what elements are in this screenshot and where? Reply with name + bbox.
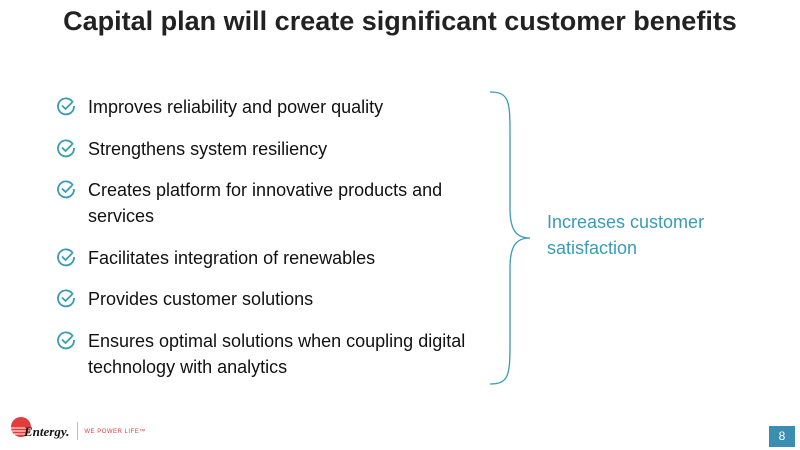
sun-logo-icon (11, 417, 31, 437)
list-item: Improves reliability and power quality (56, 94, 496, 120)
check-circle-icon (57, 180, 75, 199)
entergy-logo: Entergy. WE POWER LIFE™ (10, 414, 146, 440)
check-circle-icon (57, 139, 75, 158)
slide-title: Capital plan will create significant cus… (63, 6, 737, 36)
logo-wordmark: Entergy. (24, 424, 70, 439)
list-item: Ensures optimal solutions when coupling … (56, 328, 496, 380)
list-item: Strengthens system resiliency (56, 136, 496, 162)
right-brace (489, 91, 531, 385)
check-circle-icon (57, 289, 75, 308)
logo-divider (77, 422, 79, 440)
list-item-text: Ensures optimal solutions when coupling … (88, 331, 466, 377)
list-item: Creates platform for innovative products… (56, 177, 496, 229)
list-item: Provides customer solutions (56, 286, 496, 312)
list-item-text: Strengthens system resiliency (88, 139, 328, 159)
outcome-text: Increases customer satisfaction (547, 212, 705, 258)
check-circle-icon (57, 97, 75, 116)
check-circle-icon (57, 331, 75, 350)
list-item-text: Provides customer solutions (88, 289, 314, 309)
list-item-text: Improves reliability and power quality (88, 97, 384, 117)
check-circle-icon (57, 248, 75, 267)
list-item-text: Creates platform for innovative products… (88, 180, 443, 226)
list-item-text: Facilitates integration of renewables (88, 248, 376, 268)
page-number: 8 (769, 426, 795, 447)
tagline: WE POWER LIFE™ (84, 428, 146, 435)
list-item: Facilitates integration of renewables (56, 245, 496, 271)
